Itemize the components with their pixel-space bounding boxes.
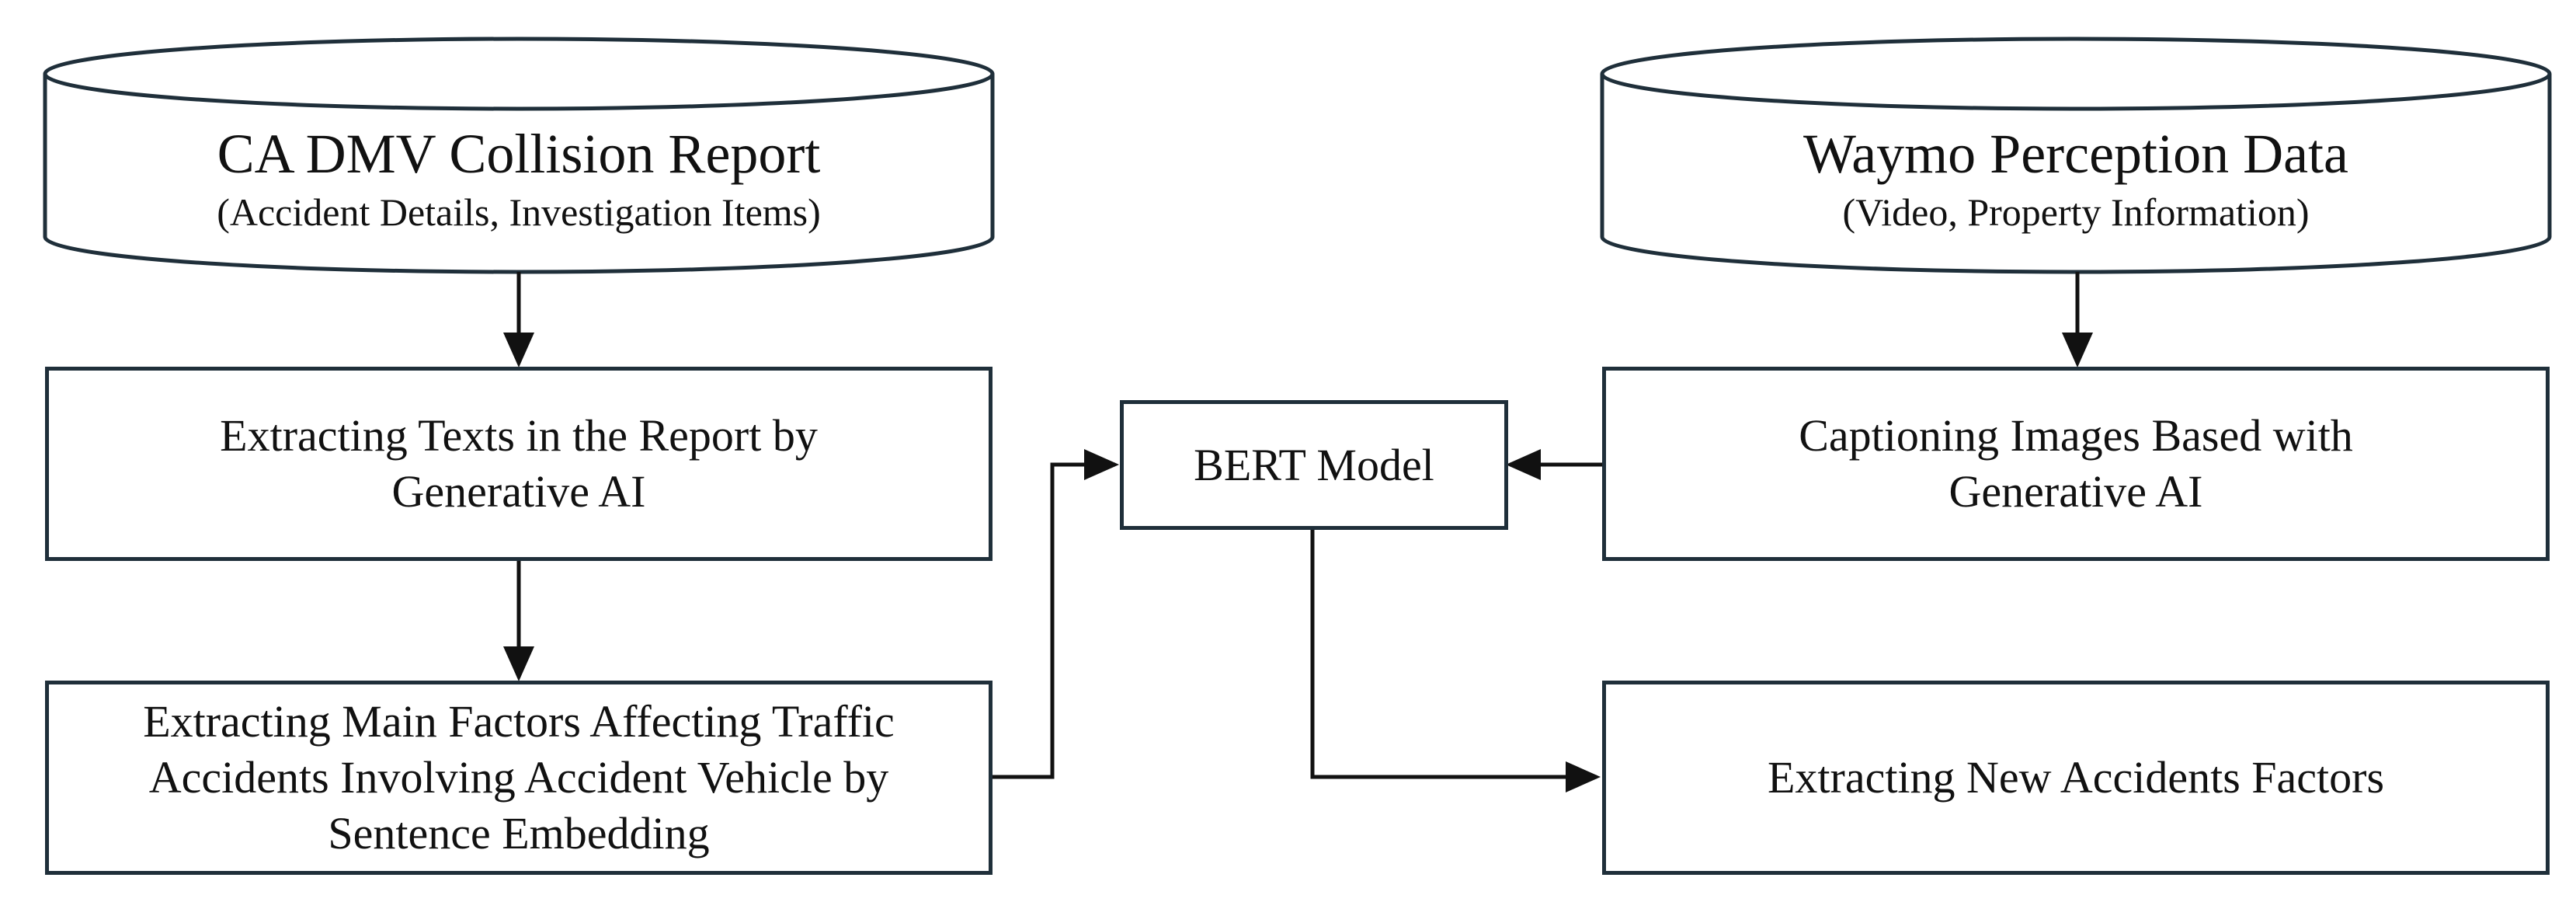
waymo-database-cylinder [1600, 37, 2552, 274]
extract-texts-box: Extracting Texts in the Report by Genera… [45, 367, 993, 561]
bert-model-label: BERT Model [1194, 439, 1434, 490]
captioning-box: Captioning Images Based with Generative … [1602, 367, 2550, 561]
dmv-database-label: CA DMV Collision Report (Accident Detail… [45, 109, 993, 249]
waymo-database-label: Waymo Perception Data (Video, Property I… [1602, 109, 2550, 249]
dmv-database-title: CA DMV Collision Report [217, 123, 821, 185]
new-factors-box: Extracting New Accidents Factors [1602, 681, 2550, 875]
dmv-database-cylinder [43, 37, 995, 274]
arrow-factors-to-bert [991, 449, 1119, 779]
extract-factors-label: Extracting Main Factors Affecting Traffi… [143, 696, 895, 859]
extract-texts-label: Extracting Texts in the Report by Genera… [220, 410, 818, 517]
waymo-database-subtitle: (Video, Property Information) [1842, 190, 2310, 234]
arrow-bert-to-new-factors [1310, 530, 1601, 792]
extract-factors-box: Extracting Main Factors Affecting Traffi… [45, 681, 993, 875]
dmv-database-subtitle: (Accident Details, Investigation Items) [217, 190, 821, 234]
new-factors-label: Extracting New Accidents Factors [1767, 752, 2385, 803]
waymo-database-title: Waymo Perception Data [1803, 123, 2348, 185]
bert-model-box: BERT Model [1120, 400, 1508, 530]
captioning-label: Captioning Images Based with Generative … [1799, 410, 2353, 517]
